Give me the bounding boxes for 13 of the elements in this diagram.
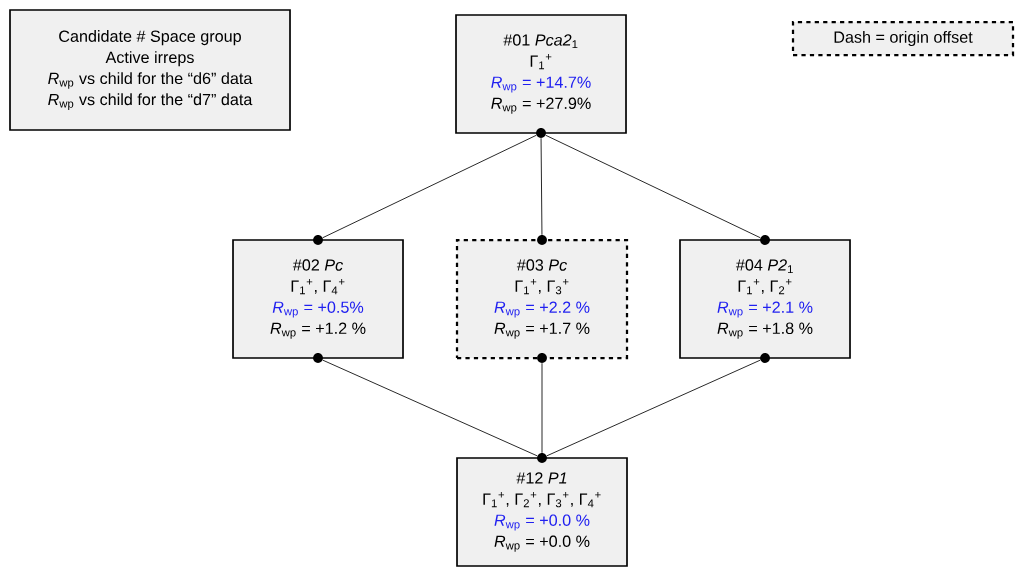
candidate-box: #01 Pca2$_{1}$ Γ$_{1}$+ R$_{wp}$ = +14.7% R$_{wp}$ = +27.9%: [455, 14, 627, 134]
candidate-box: #04 P2$_{1}$ Γ$_{1}$$^{+}$, Γ$_{2}$+ R$_{wp}$ = +2.1 % R$_{wp}$ = +1.8 %: [679, 239, 851, 359]
connector: [546, 359, 761, 457]
connector: [322, 359, 538, 457]
connector: [545, 134, 761, 239]
candidate-box: #02 Pc Γ$_{1}$$^{+}$, Γ$_{4}$+ R$_{wp}$ = +0.5% R$_{wp}$ = +1.2 %: [232, 239, 404, 359]
note-box: Dash = origin offset: [791, 20, 1015, 57]
connector: [322, 134, 537, 239]
candidate-box: #03 Pc Γ$_{1}$$^{+}$, Γ$_{3}$+ R$_{wp}$ = +2.2 % R$_{wp}$ = +1.7 %: [455, 238, 629, 360]
connector: [540, 137, 543, 236]
candidate-box: #12 P1 Γ$_{1}$$^{+}$, Γ$_{2}$$^{+}$, Γ$_{3}$$^{+}$, Γ$_{4}$+ R$_{wp}$ = +0.0 % R$_{wp}$ = +0.0 %: [456, 457, 628, 567]
key-box: Candidate # Space group Active irreps R$_{wp}$ vs child for the “d6” data R$_{wp}$ vs child for the “d7” data: [9, 9, 291, 131]
connector: [541, 362, 543, 454]
